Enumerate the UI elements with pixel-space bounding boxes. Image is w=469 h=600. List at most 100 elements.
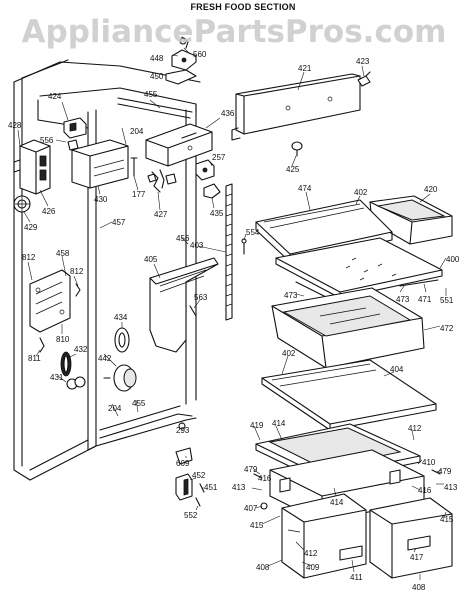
part-label: 450 [150, 72, 164, 81]
part-label: 177 [132, 190, 146, 199]
light-shield-430 [71, 139, 129, 189]
cabinet-liner [13, 59, 201, 481]
screw-177 [130, 157, 138, 177]
part-label: 413 [444, 483, 458, 492]
switch-424 [63, 117, 87, 139]
part-label: 471 [418, 295, 432, 304]
clip-811 [39, 337, 45, 353]
part-label: 412 [304, 549, 318, 558]
part-label: 409 [306, 563, 320, 572]
part-label: 416 [258, 474, 272, 483]
part-label: 413 [232, 483, 246, 492]
part-label: 204 [130, 127, 144, 136]
meat-pan-472 [271, 287, 425, 369]
screw-554 [241, 238, 247, 255]
light-bulb-423 [357, 71, 371, 87]
fan-housing-436 [145, 123, 213, 167]
part-label: 424 [48, 92, 62, 101]
part-label: 448 [150, 54, 164, 63]
part-label: 415 [440, 515, 454, 524]
part-label: 456 [176, 234, 190, 243]
part-label: 810 [56, 335, 70, 344]
part-label: 434 [114, 313, 128, 322]
part-label: 431 [50, 373, 64, 382]
part-label: 411 [350, 573, 363, 582]
crisper-drawer-left-408 [281, 493, 367, 579]
part-label: 408 [256, 563, 270, 572]
clip-812 [75, 283, 81, 297]
part-label: 455 [132, 399, 146, 408]
part-label: 556 [40, 136, 54, 145]
part-label: 414 [330, 498, 344, 507]
part-label: 473 [396, 295, 410, 304]
relay-257 [195, 159, 215, 181]
bulb-431 [66, 376, 86, 390]
part-label: 416 [418, 486, 432, 495]
part-label: 420 [424, 185, 438, 194]
part-label: 408 [412, 583, 426, 592]
part-label: 405 [144, 255, 158, 264]
part-label: 609 [176, 459, 190, 468]
part-label: 429 [24, 223, 38, 232]
part-label: 473 [284, 291, 298, 300]
part-label: 479 [438, 467, 452, 476]
part-label: 204 [108, 404, 122, 413]
part-label: 552 [184, 511, 198, 520]
part-label: 402 [282, 349, 296, 358]
control-knob-425 [291, 141, 303, 157]
part-label: 811 [28, 354, 41, 363]
part-label: 427 [154, 210, 168, 219]
part-label: 423 [356, 57, 370, 66]
part-label: 451 [204, 483, 218, 492]
part-label: 455 [144, 90, 158, 99]
part-label: 812 [70, 267, 84, 276]
part-labels: 560 448 450 421 423 424 455 436 428 556 … [8, 50, 460, 592]
screw-563 [189, 305, 197, 317]
part-label: 419 [250, 421, 264, 430]
glass-shelf-404 [261, 359, 437, 431]
part-label: 293 [176, 426, 190, 435]
part-label: 432 [74, 345, 88, 354]
part-label: 417 [410, 553, 424, 562]
cover-609 [175, 447, 193, 465]
crisper-drawer-right-408 [369, 497, 453, 579]
part-label: 410 [422, 458, 436, 467]
grommet-434 [114, 327, 130, 353]
dial-429 [13, 195, 31, 213]
glass-shelf-400 [275, 237, 443, 299]
part-label: 551 [440, 296, 454, 305]
thermostat-428-426 [13, 139, 51, 195]
part-label: 452 [192, 471, 206, 480]
light-socket-assembly [165, 36, 197, 85]
part-label: 458 [56, 249, 70, 258]
section-title: FRESH FOOD SECTION [190, 2, 295, 12]
part-label: 407 [244, 504, 258, 513]
part-label: 402 [354, 188, 368, 197]
part-label: 421 [298, 64, 312, 73]
shelf-rail-403 [225, 183, 233, 321]
part-label: 257 [212, 153, 226, 162]
wire-harness-427 [147, 169, 177, 193]
leader-lines [17, 47, 447, 580]
part-label: 428 [8, 121, 22, 130]
part-label: 430 [94, 195, 108, 204]
control-panel-421 [231, 73, 361, 141]
part-label: 436 [221, 109, 235, 118]
part-label: 457 [112, 218, 126, 227]
part-label: 425 [286, 165, 300, 174]
part-label: 474 [298, 184, 312, 193]
part-label: 563 [194, 293, 208, 302]
part-label: 403 [190, 241, 204, 250]
screw-552 [195, 497, 201, 507]
part-label: 414 [272, 419, 286, 428]
part-label: 442 [98, 354, 112, 363]
part-label: 560 [193, 50, 207, 59]
part-label: 479 [244, 465, 258, 474]
part-label: 812 [22, 253, 36, 262]
part-label: 412 [408, 424, 422, 433]
part-label: 400 [446, 255, 460, 264]
part-label: 415 [250, 521, 264, 530]
shelf-support-405 [149, 257, 219, 353]
part-label: 472 [440, 324, 454, 333]
